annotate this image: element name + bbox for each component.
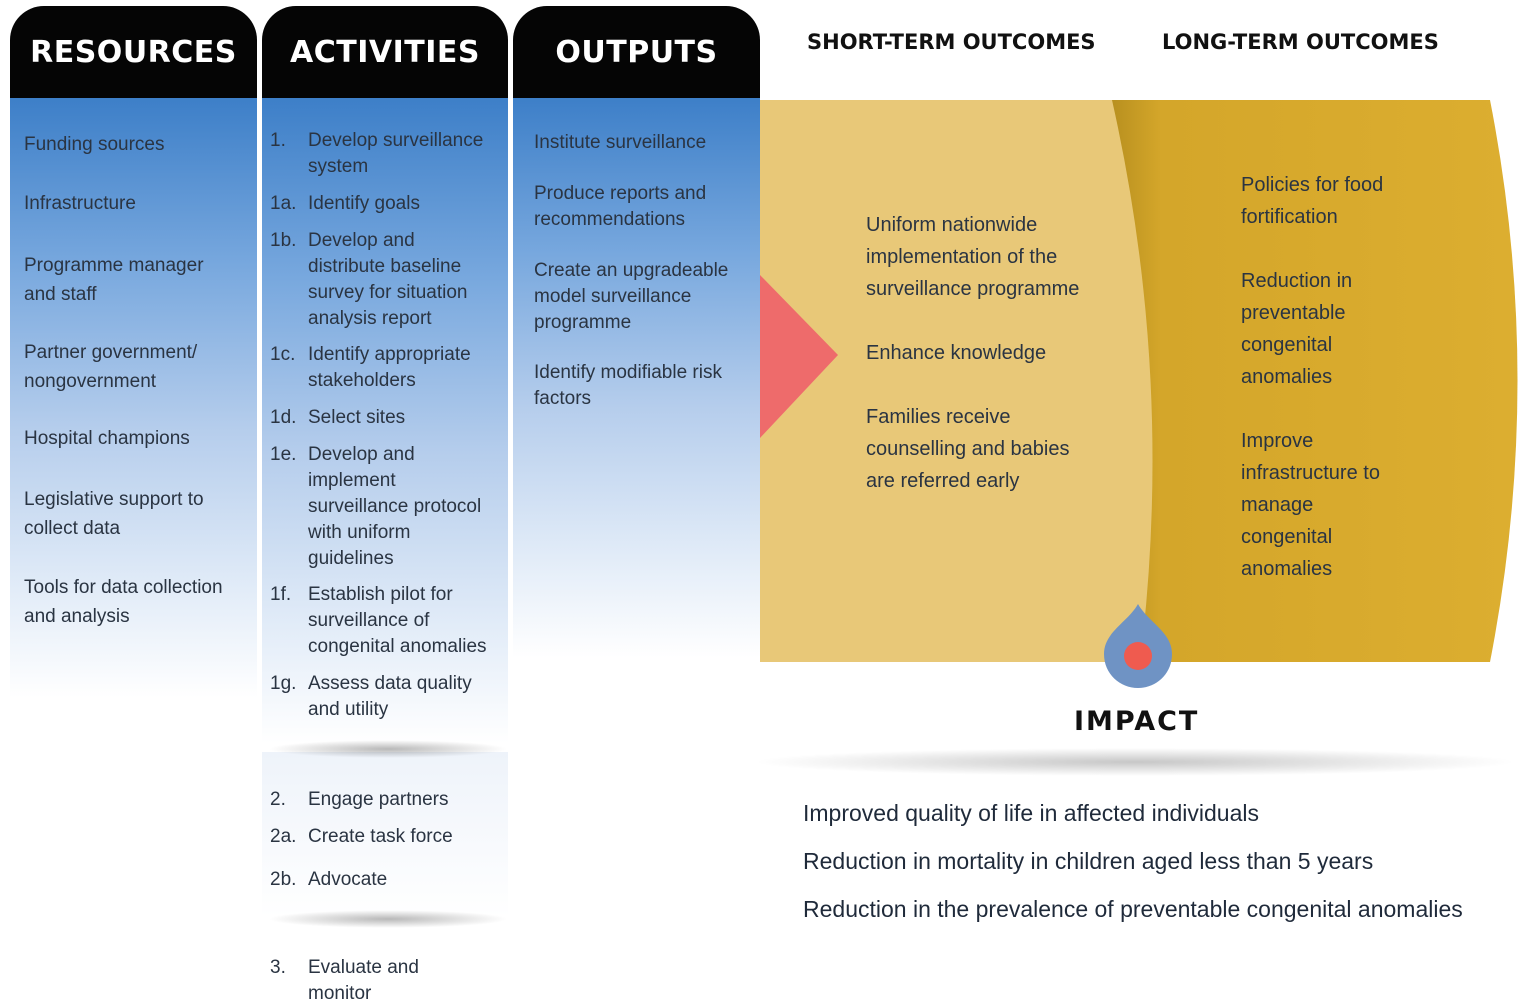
- impact-title: IMPACT: [1074, 706, 1200, 737]
- short-term-item: Uniform nationwide implementation of the…: [866, 214, 1080, 300]
- impact-item: Reduction in mortality in children aged …: [803, 848, 1374, 874]
- long-term-item: Policies for food fortification: [1241, 174, 1384, 228]
- activity-text: Assess data quality and utility: [308, 673, 472, 720]
- long-term-item: Improve infrastructure to manage congeni…: [1241, 430, 1380, 580]
- activity-number: 2b.: [270, 869, 297, 890]
- resource-item: Tools for data collection and analysis: [24, 577, 223, 627]
- activity-text: Select sites: [308, 407, 406, 428]
- activity-text: Evaluate and monitor: [308, 957, 419, 1004]
- activity-text: Develop surveillance system: [308, 130, 484, 177]
- short-term-band: [760, 100, 1153, 662]
- activity-text: Develop and distribute baseline survey f…: [308, 230, 468, 329]
- short-term-item: Families receive counselling and babies …: [866, 406, 1070, 492]
- activity-text: Advocate: [308, 869, 388, 890]
- resource-item: Hospital champions: [24, 428, 190, 449]
- activity-text: Create task force: [308, 826, 453, 847]
- impact-drop-center: [1124, 642, 1152, 670]
- output-item: Institute surveillance: [534, 132, 707, 153]
- activity-number: 1e.: [270, 444, 297, 465]
- activity-text: Develop and implement surveillance proto…: [308, 444, 482, 569]
- outputs-header: OUTPUTS: [513, 6, 760, 98]
- long-term-title: LONG-TERM OUTCOMES: [1162, 30, 1439, 54]
- impact-item: Improved quality of life in affected ind…: [803, 800, 1260, 826]
- activity-number: 1f.: [270, 584, 292, 605]
- activity-text: Engage partners: [308, 789, 449, 810]
- impact-shadow: [755, 748, 1515, 776]
- output-item: Create an upgradeable model surveillance…: [534, 260, 729, 333]
- outputs-panel: [513, 98, 760, 658]
- activity-number: 1d.: [270, 407, 297, 428]
- impact-item: Reduction in the prevalence of preventab…: [803, 896, 1463, 922]
- activity-number: 2a.: [270, 826, 297, 847]
- activity-number: 1.: [270, 130, 286, 151]
- resource-item: Legislative support to collect data: [24, 489, 204, 539]
- short-term-item: Enhance knowledge: [866, 342, 1047, 364]
- activity-number: 1g.: [270, 673, 297, 694]
- activity-number: 1b.: [270, 230, 297, 251]
- activity-number: 1c.: [270, 344, 296, 365]
- resources-panel: [10, 98, 257, 698]
- flow-arrow: [760, 275, 838, 438]
- activities-separator: [268, 740, 508, 758]
- activity-number: 1a.: [270, 193, 297, 214]
- impact-drop-icon: [1104, 604, 1172, 688]
- activities-panel: [262, 98, 508, 743]
- long-term-item: Reduction in preventable congenital anom…: [1241, 270, 1353, 388]
- output-item: Produce reports and recommendations: [534, 183, 707, 230]
- activities-lower-panel: [262, 752, 508, 917]
- resources-header: RESOURCES: [10, 6, 257, 98]
- activity-number: 2.: [270, 789, 286, 810]
- resource-item: Funding sources: [24, 134, 165, 155]
- short-term-title: SHORT-TERM OUTCOMES: [807, 30, 1096, 54]
- output-item: Identify modifiable risk factors: [534, 362, 722, 409]
- activity-number: 3.: [270, 957, 286, 978]
- resource-item: Programme manager and staff: [24, 255, 204, 305]
- resource-item: Infrastructure: [24, 193, 136, 214]
- activity-text: Identify appropriate stakeholders: [308, 344, 471, 391]
- activity-text: Establish pilot for surveillance of cong…: [308, 584, 487, 657]
- activities-header: ACTIVITIES: [262, 6, 508, 98]
- resource-item: Partner government/ nongovernment: [24, 342, 198, 392]
- activity-text: Identify goals: [308, 193, 420, 214]
- activities-separator: [268, 910, 508, 928]
